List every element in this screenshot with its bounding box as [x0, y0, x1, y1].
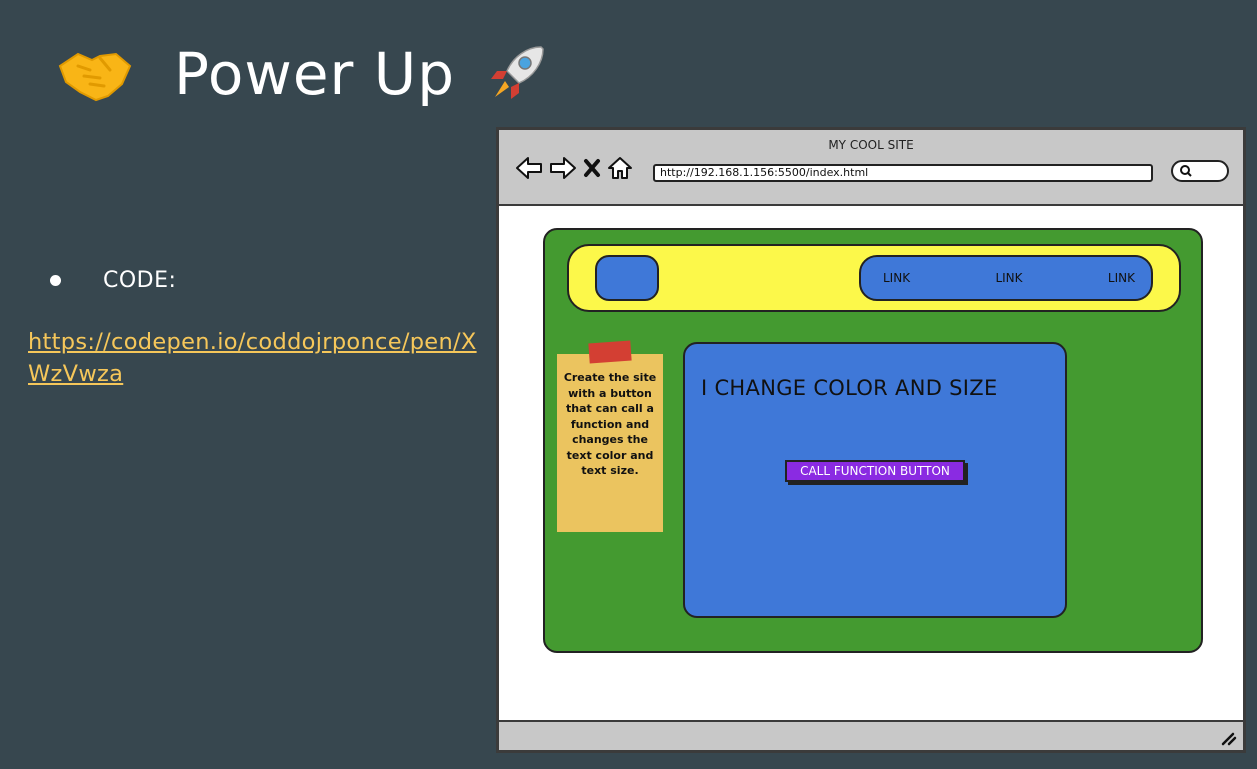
mockup-logo — [595, 255, 659, 301]
mockup-titlebar: MY COOL SITE http://192.168.1.156:5500/i… — [499, 130, 1243, 206]
mockup-search-box — [1171, 160, 1229, 182]
mockup-content-panel: I CHANGE COLOR AND SIZE CALL FUNCTION BU… — [683, 342, 1067, 618]
mockup-nav-link: LINK — [883, 271, 911, 285]
page-title: Power Up — [174, 40, 456, 108]
mockup-nav: LINK LINK LINK — [859, 255, 1153, 301]
mockup-page-canvas: LINK LINK LINK Create the site with a bu… — [543, 228, 1203, 653]
mockup-nav-link: LINK — [1107, 271, 1135, 285]
handshake-icon — [58, 52, 132, 102]
back-arrow-icon — [516, 157, 542, 179]
mockup-nav-link: LINK — [995, 271, 1023, 285]
slide-title: Power Up — [56, 34, 549, 114]
mockup-nav-icons — [515, 156, 633, 180]
mockup-status-bar — [499, 720, 1243, 750]
resize-grip-icon — [1221, 732, 1237, 746]
home-icon — [608, 157, 632, 179]
bullet-dot — [50, 275, 61, 286]
mockup-url-bar: http://192.168.1.156:5500/index.html — [653, 164, 1153, 182]
rocket-icon — [491, 46, 544, 99]
sticky-note-text: Create the site with a button that can c… — [563, 371, 657, 477]
browser-mockup: MY COOL SITE http://192.168.1.156:5500/i… — [496, 127, 1246, 753]
sticky-tape — [588, 340, 632, 364]
close-icon — [584, 159, 600, 177]
forward-arrow-icon — [550, 157, 576, 179]
mockup-header-bar: LINK LINK LINK — [567, 244, 1181, 312]
code-bullet: CODE: — [50, 268, 176, 293]
call-function-button[interactable]: CALL FUNCTION BUTTON — [785, 460, 965, 482]
mockup-window-title: MY COOL SITE — [828, 138, 914, 152]
sticky-note: Create the site with a button that can c… — [557, 340, 663, 532]
search-icon — [1180, 165, 1192, 177]
bullet-label: CODE: — [103, 268, 177, 293]
codepen-link[interactable]: https://codepen.io/coddojrponce/pen/XWzV… — [28, 329, 477, 387]
panel-heading: I CHANGE COLOR AND SIZE — [701, 376, 998, 400]
